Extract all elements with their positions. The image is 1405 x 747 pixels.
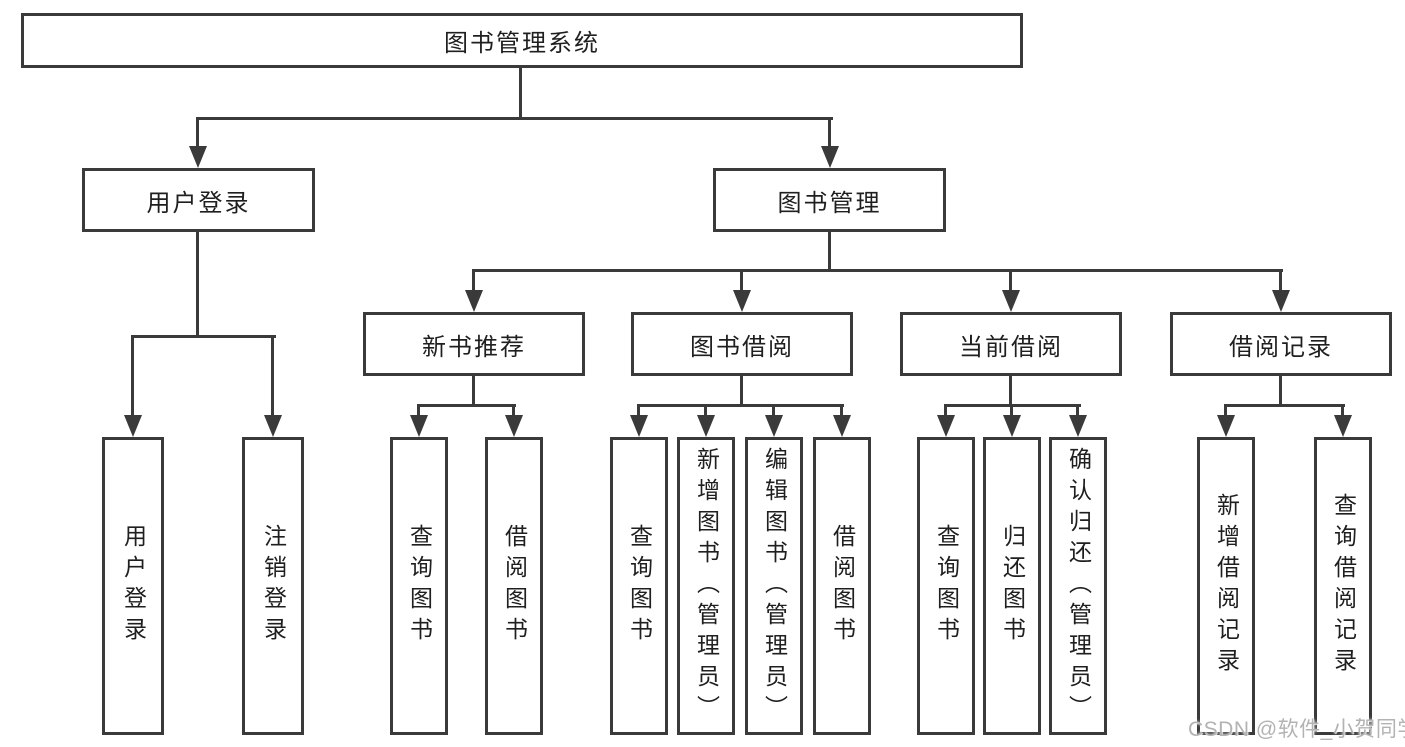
leaf-query-books-current: 查询图书	[917, 437, 975, 735]
node-label: 查询借阅记录	[1330, 493, 1357, 679]
leaf-borrow-books-recommend: 借阅图书	[485, 437, 543, 735]
node-label: 借阅记录	[1229, 333, 1333, 361]
arrow-down-icon	[1002, 290, 1020, 312]
node-label: 用户登录	[120, 524, 147, 648]
arrow-down-icon	[1069, 415, 1087, 437]
node-label: 查询图书	[626, 524, 653, 648]
arrow-down-icon	[410, 415, 428, 437]
connector-line	[472, 269, 1283, 272]
connector-line	[1010, 404, 1013, 418]
connector-line	[472, 269, 475, 292]
connector-line	[740, 269, 743, 292]
node-label: 新增借阅记录	[1213, 493, 1240, 679]
node-label: 查询图书	[933, 524, 960, 648]
arrow-down-icon	[937, 415, 955, 437]
arrow-down-icon	[1003, 415, 1021, 437]
connector-line	[1279, 376, 1282, 407]
connector-line	[840, 404, 843, 418]
node-label: 注销登录	[260, 524, 287, 648]
connector-line	[1224, 404, 1345, 407]
connector-line	[1009, 376, 1012, 407]
connector-line	[637, 404, 640, 418]
connector-line	[131, 335, 276, 338]
node-label: 图书管理	[777, 189, 882, 217]
node-label: 用户登录	[146, 189, 251, 217]
connector-line	[512, 404, 515, 418]
connector-line	[740, 376, 743, 407]
leaf-user-login: 用户登录	[102, 437, 164, 735]
node-book-management: 图书管理	[713, 168, 946, 232]
arrow-down-icon	[833, 415, 851, 437]
leaf-query-borrow-record: 查询借阅记录	[1314, 437, 1372, 735]
arrow-down-icon	[264, 415, 282, 437]
leaf-query-books-borrow: 查询图书	[610, 437, 668, 735]
node-book-borrow: 图书借阅	[631, 312, 853, 376]
node-label: 查询图书	[406, 524, 433, 648]
connector-line	[131, 335, 134, 417]
arrow-down-icon	[765, 415, 783, 437]
leaf-logout: 注销登录	[242, 437, 304, 735]
connector-line	[1009, 269, 1012, 292]
connector-line	[417, 404, 516, 407]
connector-line	[196, 232, 199, 338]
node-user-login: 用户登录	[82, 168, 315, 232]
connector-line	[772, 404, 775, 418]
arrow-down-icon	[1217, 415, 1235, 437]
leaf-return-books: 归还图书	[983, 437, 1041, 735]
connector-line	[637, 404, 844, 407]
connector-line	[828, 232, 831, 272]
leaf-borrow-books: 借阅图书	[813, 437, 871, 735]
node-label: 当前借阅	[959, 333, 1063, 361]
arrow-down-icon	[189, 146, 207, 168]
leaf-edit-books-admin: 编辑图书（管理员）	[745, 437, 803, 735]
arrow-down-icon	[733, 290, 751, 312]
connector-line	[196, 117, 199, 148]
node-borrow-records: 借阅记录	[1170, 312, 1392, 376]
arrow-down-icon	[1272, 290, 1290, 312]
connector-line	[944, 404, 947, 418]
connector-line	[271, 335, 274, 417]
connector-line	[417, 404, 420, 418]
arrow-down-icon	[630, 415, 648, 437]
connector-line	[828, 117, 831, 148]
node-label: 借阅图书	[501, 524, 528, 648]
connector-line	[704, 404, 707, 418]
arrow-down-icon	[505, 415, 523, 437]
arrow-down-icon	[697, 415, 715, 437]
leaf-confirm-return-admin: 确认归还（管理员）	[1049, 437, 1107, 735]
arrow-down-icon	[124, 415, 142, 437]
node-label: 图书管理系统	[444, 30, 600, 57]
node-new-book-recommend: 新书推荐	[363, 312, 585, 376]
csdn-watermark: CSDN @软件_小贺同学	[1188, 718, 1405, 741]
connector-line	[1341, 404, 1344, 418]
node-label: 确认归还（管理员）	[1065, 446, 1092, 726]
connector-line	[196, 117, 833, 120]
connector-line	[519, 68, 522, 118]
leaf-query-books-recommend: 查询图书	[390, 437, 448, 735]
arrow-down-icon	[821, 146, 839, 168]
node-label: 编辑图书（管理员）	[761, 446, 788, 726]
node-label: 借阅图书	[829, 524, 856, 648]
connector-line	[1224, 404, 1227, 418]
connector-line	[472, 376, 475, 407]
node-label: 新增图书（管理员）	[693, 446, 720, 726]
arrow-down-icon	[465, 290, 483, 312]
node-label: 图书借阅	[690, 333, 794, 361]
leaf-add-books-admin: 新增图书（管理员）	[677, 437, 735, 735]
node-library-management-system: 图书管理系统	[21, 13, 1023, 68]
leaf-add-borrow-record: 新增借阅记录	[1197, 437, 1255, 735]
connector-line	[1279, 269, 1282, 292]
node-current-borrow: 当前借阅	[900, 312, 1122, 376]
node-label: 新书推荐	[422, 333, 526, 361]
node-label: 归还图书	[999, 524, 1026, 648]
connector-line	[1076, 404, 1079, 418]
arrow-down-icon	[1334, 415, 1352, 437]
